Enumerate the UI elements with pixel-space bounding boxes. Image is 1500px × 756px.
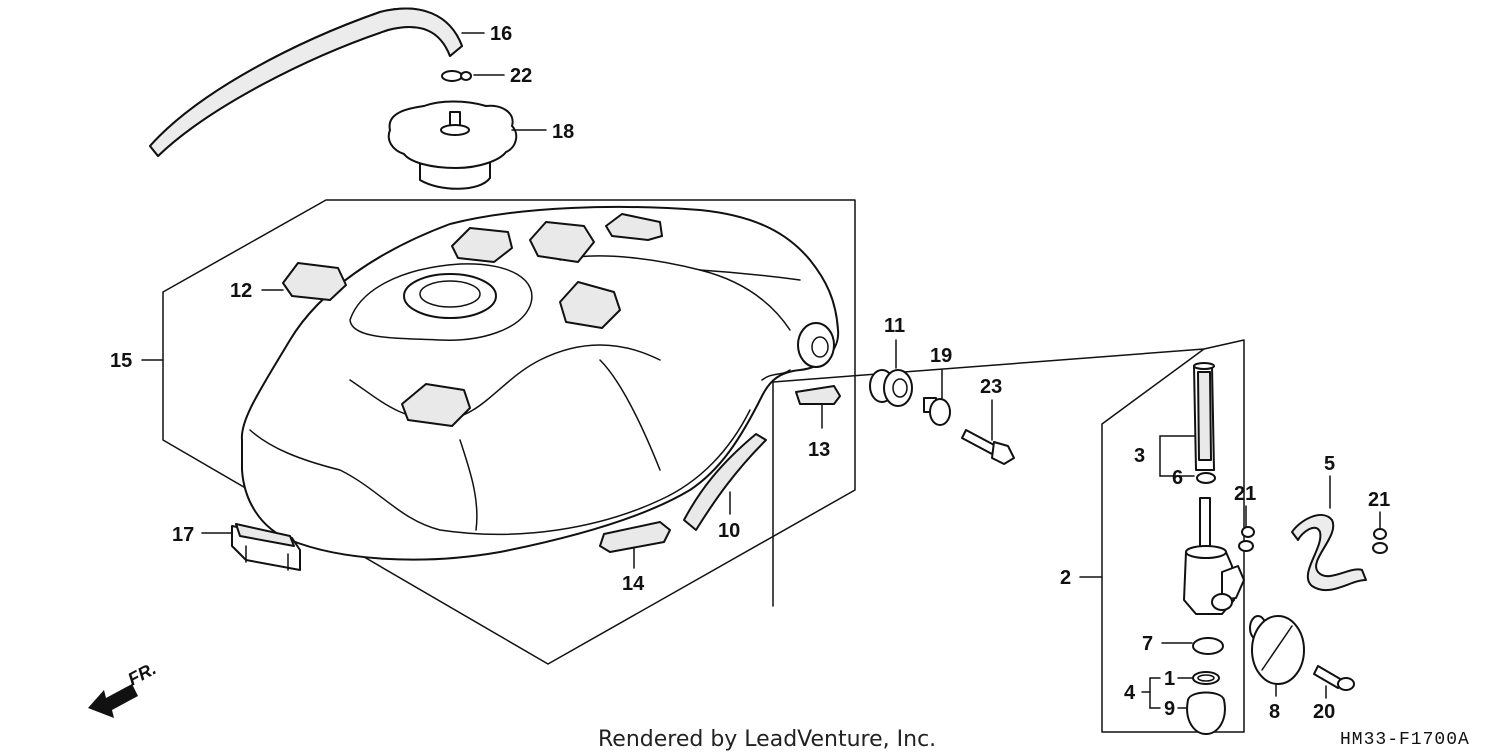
label-14: 14 (622, 573, 645, 595)
part-22-clip[interactable] (441, 70, 463, 82)
label-16: 16 (490, 23, 512, 45)
front-direction-label: FR. (124, 658, 159, 689)
part-1-o-ring[interactable] (1192, 671, 1220, 685)
label-21-left: 21 (1234, 483, 1256, 505)
tank-pad-b (451, 227, 513, 263)
leader-lines (141, 32, 1381, 709)
label-1: 1 (1164, 668, 1175, 690)
part-13-cushion[interactable] (795, 385, 841, 405)
fuel-valve-body[interactable] (1183, 497, 1245, 615)
clip-22-end (460, 71, 472, 81)
tank-pad-a (401, 383, 471, 427)
part-14-cushion[interactable] (599, 521, 671, 553)
label-17: 17 (172, 524, 194, 546)
part-7-plate[interactable] (1192, 637, 1224, 655)
tank-group-outline (162, 199, 856, 665)
front-direction-arrow-icon (88, 684, 138, 718)
tank-pad-d (559, 281, 621, 329)
tank-pad-e (605, 213, 663, 241)
label-6: 6 (1172, 467, 1183, 489)
label-19: 19 (930, 345, 952, 367)
label-3: 3 (1134, 445, 1145, 467)
part-12-pad[interactable] (282, 262, 347, 301)
label-4: 4 (1124, 682, 1136, 704)
part-10-strip[interactable] (683, 433, 767, 531)
part-19-collar[interactable] (923, 397, 951, 426)
part-9-sediment-cup[interactable] (1186, 691, 1226, 735)
label-10: 10 (718, 520, 740, 542)
hose-16-fill (149, 7, 463, 157)
label-5: 5 (1324, 453, 1335, 475)
part-21-clip-right[interactable] (1372, 528, 1388, 554)
part-5-fuel-hose[interactable] (1291, 514, 1367, 592)
label-2: 2 (1060, 567, 1071, 589)
part-3-strainer[interactable] (1193, 362, 1215, 471)
part-20-screw[interactable] (1313, 665, 1355, 691)
part-21-clip-left[interactable] (1238, 526, 1255, 552)
o-ring-1-inner (1197, 674, 1215, 682)
tank-pad-c (529, 221, 595, 263)
part-6-o-ring[interactable] (1196, 472, 1216, 484)
label-13: 13 (808, 439, 830, 461)
diagram-code: HM33-F1700A (1340, 730, 1470, 750)
part-15-fuel-tank[interactable] (240, 205, 840, 561)
label-12: 12 (230, 280, 252, 302)
label-23: 23 (980, 376, 1002, 398)
label-20: 20 (1313, 701, 1335, 723)
label-9: 9 (1164, 698, 1175, 720)
part-23-bolt[interactable] (961, 429, 1015, 465)
part-11-grommet[interactable] (869, 369, 913, 407)
label-11: 11 (884, 315, 905, 337)
credit-text: Rendered by LeadVenture, Inc. (598, 727, 936, 752)
part-17-rubber-mount[interactable] (231, 523, 301, 571)
label-7: 7 (1142, 633, 1153, 655)
label-18: 18 (552, 121, 574, 143)
label-22: 22 (510, 65, 532, 87)
label-15: 15 (110, 350, 132, 372)
part-8-lever[interactable] (1249, 615, 1305, 685)
label-8: 8 (1269, 701, 1280, 723)
label-21-right: 21 (1368, 489, 1390, 511)
part-18-fuel-cap[interactable] (387, 100, 518, 190)
